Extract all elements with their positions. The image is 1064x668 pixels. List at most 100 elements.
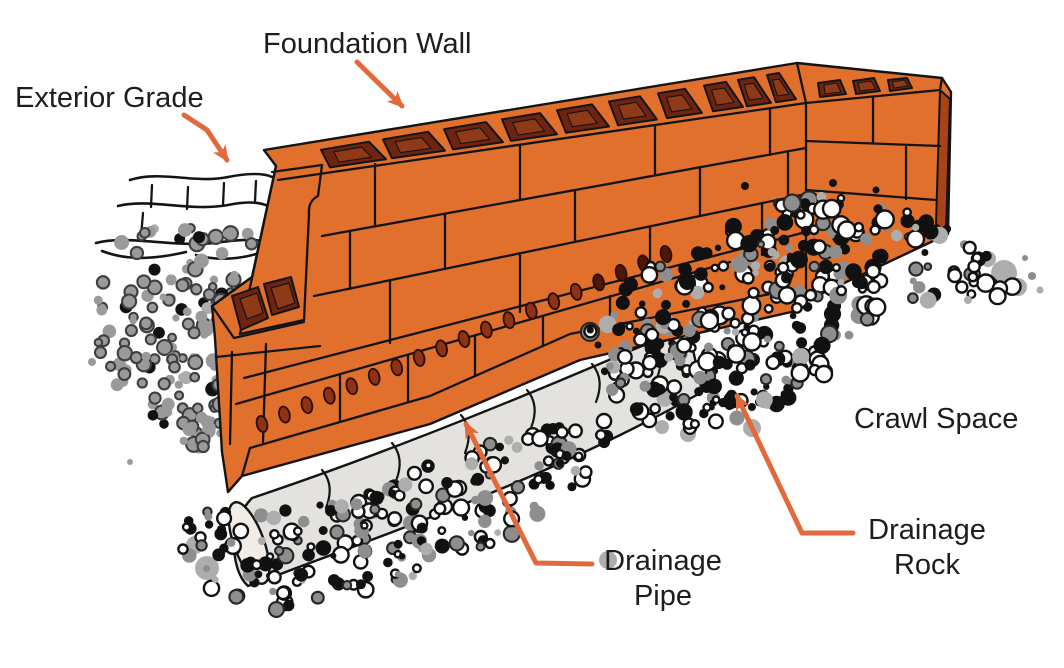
rock [789, 312, 797, 320]
rock [617, 348, 633, 365]
rock [409, 497, 423, 511]
rock [790, 250, 808, 269]
rock [266, 510, 282, 526]
rock [964, 296, 972, 304]
rock [196, 439, 210, 454]
rock [682, 299, 691, 308]
rock [424, 461, 433, 470]
rock [816, 191, 827, 202]
rock [568, 423, 584, 439]
rock [398, 477, 413, 492]
rock [529, 501, 539, 511]
grade-line [100, 249, 188, 260]
rock [477, 490, 494, 506]
rock [845, 263, 862, 280]
rock [777, 261, 790, 274]
rock [269, 587, 277, 596]
wall-joints [210, 61, 944, 494]
rock [96, 304, 108, 316]
rock [393, 539, 403, 549]
joint [214, 344, 322, 359]
rock [283, 599, 295, 612]
grade-line [116, 201, 270, 209]
rock [721, 306, 736, 321]
rock [228, 588, 245, 605]
label-drainage-pipe-line2: Pipe [633, 580, 693, 612]
rock [102, 324, 117, 339]
pipe-joint-line [590, 362, 601, 404]
weep-hole [367, 367, 381, 386]
rock [741, 295, 762, 316]
rock [178, 223, 192, 237]
rock [146, 301, 159, 314]
rock [533, 474, 544, 485]
rock [785, 244, 793, 253]
rock [369, 503, 381, 515]
rock [654, 260, 667, 273]
rock [773, 340, 785, 352]
rock [791, 302, 803, 314]
rock [623, 277, 638, 292]
label-foundation-wall: Foundation Wall [263, 28, 472, 60]
weep-hole [659, 245, 673, 263]
rock [981, 250, 992, 262]
exterior-grade-arrow [181, 112, 230, 163]
rock [310, 590, 325, 605]
label-exterior-grade: Exterior Grade [15, 82, 204, 114]
rock [796, 337, 808, 349]
core-hole-inner [333, 146, 373, 163]
rock [251, 559, 263, 571]
vertical-joint [388, 201, 764, 345]
rock [598, 315, 617, 334]
core-hole-inner [239, 292, 264, 320]
rock [923, 262, 933, 271]
rock [329, 524, 345, 540]
rock [975, 273, 996, 293]
rock [1036, 286, 1044, 294]
weep-hole [255, 415, 269, 433]
rock [854, 275, 868, 290]
weep-hole [480, 320, 493, 339]
rock [269, 529, 280, 540]
rock [702, 281, 714, 294]
rock [542, 455, 555, 467]
rock [468, 529, 475, 537]
rock [182, 307, 192, 317]
rock [747, 286, 760, 299]
rock [726, 344, 747, 364]
weep-hole [457, 330, 471, 348]
weep-hole [435, 339, 448, 358]
rock [357, 544, 372, 559]
rock [831, 263, 842, 273]
rock [195, 539, 208, 552]
rock [750, 388, 758, 396]
rock [921, 249, 929, 256]
rock [665, 411, 675, 421]
rock [411, 563, 422, 574]
rock [136, 274, 152, 290]
grade-tick [253, 179, 258, 203]
rock [148, 391, 162, 405]
rock [655, 360, 663, 367]
rock [988, 287, 1007, 306]
rock [156, 339, 173, 356]
rock [494, 529, 502, 536]
rock [872, 186, 880, 194]
weep-hole [547, 292, 561, 311]
rock [531, 429, 549, 448]
rock [699, 408, 709, 419]
rock [586, 326, 594, 334]
rock [866, 279, 881, 295]
rock [211, 576, 219, 584]
rock [781, 272, 793, 284]
rock [874, 209, 895, 230]
rock [767, 247, 777, 257]
weep-hole [502, 311, 516, 330]
rock [418, 478, 434, 495]
rock [93, 345, 108, 360]
rock [776, 214, 794, 231]
rock [612, 323, 625, 336]
rock [129, 351, 143, 365]
rock [707, 413, 724, 430]
deck-cores [320, 72, 797, 169]
